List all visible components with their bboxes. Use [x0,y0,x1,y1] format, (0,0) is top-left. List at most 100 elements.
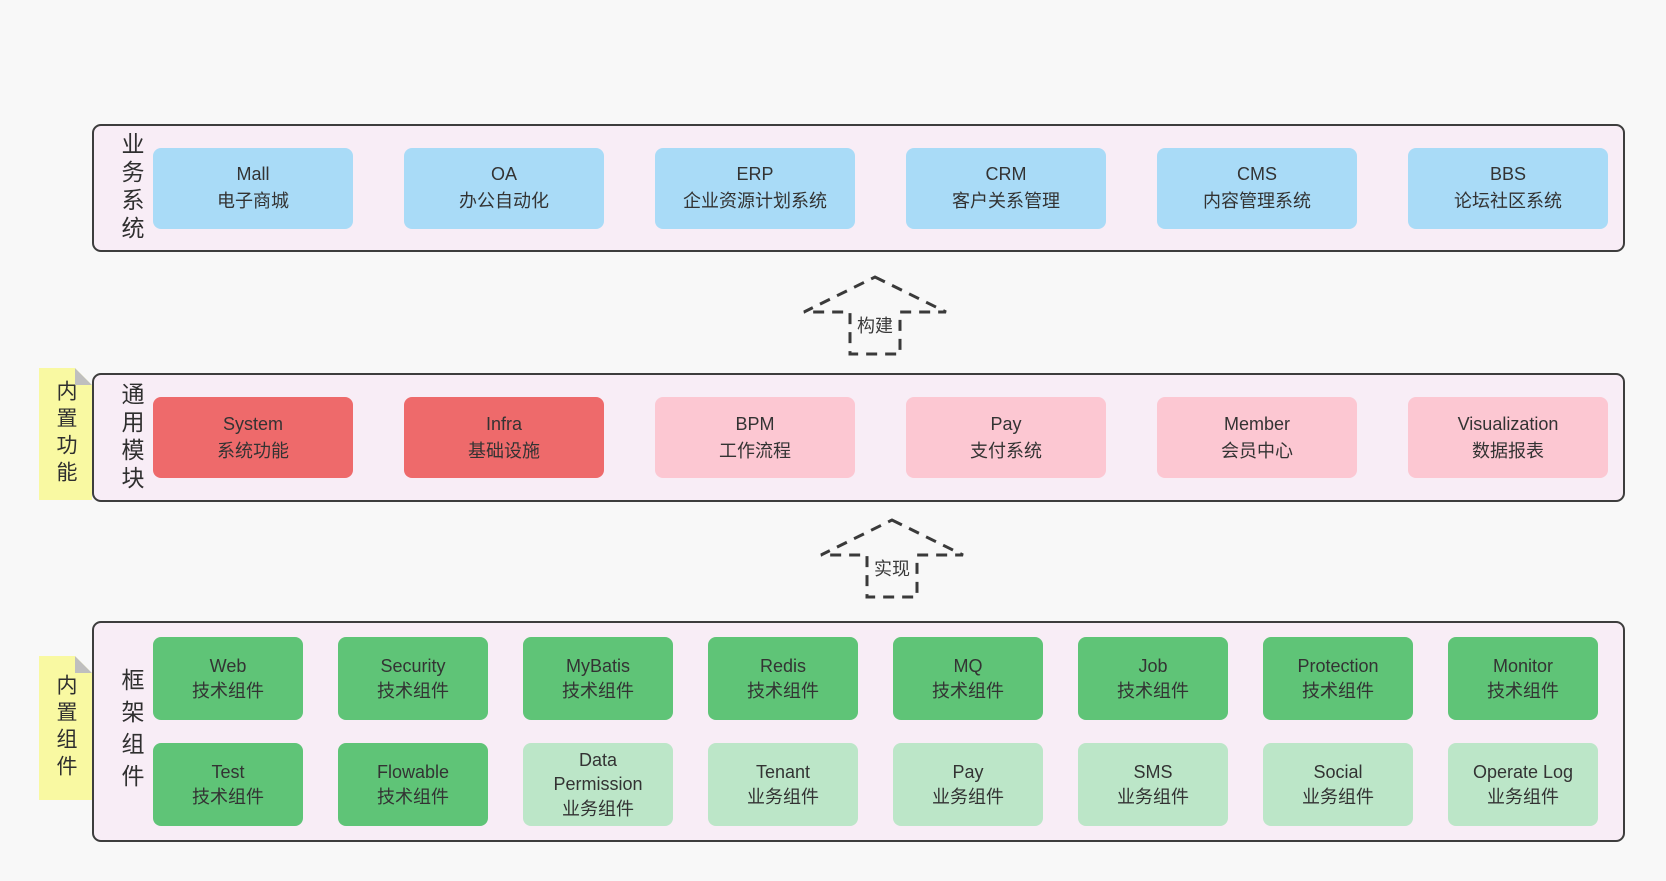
folded-corner-icon [75,656,92,673]
box-subtitle: 支付系统 [970,440,1042,461]
box-title: Flowable [376,762,450,783]
box-subtitle: 系统功能 [217,440,289,461]
module-box-redis: Redis 技术组件 [708,637,858,720]
box-subtitle: 技术组件 [747,680,819,701]
module-box-tenant: Tenant 业务组件 [708,743,858,826]
module-box-test: Test 技术组件 [153,743,303,826]
box-subtitle: 业务组件 [932,786,1004,807]
box-title: OA [490,164,517,184]
box-subtitle: 技术组件 [1117,680,1189,701]
panel-common-modules: 通用模块 System 系统功能 Infra 基础设施 BPM 工作流程 Pay… [92,373,1625,502]
box-title: Operate Log [1472,762,1574,783]
box-title: Visualization [1457,413,1559,434]
box-subtitle: 技术组件 [1487,680,1559,701]
components-rows: Web 技术组件 Security 技术组件 MyBatis 技术组件 Redi… [142,637,1623,826]
module-box-protection: Protection 技术组件 [1263,637,1413,720]
box-subtitle: 工作流程 [719,440,791,461]
box-title: MyBatis [565,656,630,677]
box-subtitle: 技术组件 [377,786,449,807]
box-subtitle: 技术组件 [377,680,449,701]
module-box-oa: OA 办公自动化 [404,147,604,229]
panel-business-label: 业务系统 [118,132,144,244]
business-box-row: Mall 电子商城 OA 办公自动化 ERP 企业资源计划系统 CRM 客户关系… [142,147,1623,229]
box-title: CMS [1237,164,1277,184]
implement-arrow-label: 实现 [871,554,913,582]
box-title: Test [211,762,245,783]
panel-framework-components: 框架组件 Web 技术组件 Security 技术组件 MyBatis 技术组件… [92,621,1625,842]
module-box-visualization: Visualization 数据报表 [1408,397,1608,478]
box-subtitle: 论坛社区系统 [1454,191,1562,211]
modules-box-row: System 系统功能 Infra 基础设施 BPM 工作流程 Pay 支付系统… [142,397,1623,478]
box-subtitle: 技术组件 [1302,680,1374,701]
box-subtitle: 会员中心 [1221,440,1293,461]
box-title: Pay [990,413,1022,434]
up-arrow-outline [820,518,964,599]
box-subtitle: 业务组件 [1117,786,1189,807]
box-subtitle: 电子商城 [217,191,289,211]
panel-modules-label: 通用模块 [118,381,144,494]
box-subtitle: 业务组件 [747,786,819,807]
box-subtitle: 内容管理系统 [1203,191,1311,211]
module-box-flowable: Flowable 技术组件 [338,743,488,826]
module-box-operate-log: Operate Log 业务组件 [1448,743,1598,826]
box-subtitle: 技术组件 [192,680,264,701]
box-title: Web [209,656,247,677]
box-title: Data Permission [553,750,643,795]
module-box-member: Member 会员中心 [1157,397,1357,478]
box-title: BBS [1489,164,1527,184]
box-title: System [222,413,283,434]
module-box-crm: CRM 客户关系管理 [906,147,1106,229]
sticky-tag-text: 内置功能 [54,380,77,488]
sticky-tag-builtin-components: 内置组件 [39,656,92,800]
module-box-pay: Pay 支付系统 [906,397,1106,478]
folded-corner-icon [75,368,92,385]
box-subtitle: 业务组件 [1487,786,1559,807]
box-subtitle: 客户关系管理 [952,191,1060,211]
panel-business-systems: 业务系统 Mall 电子商城 OA 办公自动化 ERP 企业资源计划系统 CRM… [92,124,1625,252]
components-box-row-2: Test 技术组件 Flowable 技术组件 Data Permission … [142,743,1623,826]
implement-arrow-icon: 实现 [818,516,966,600]
box-subtitle: 基础设施 [468,440,540,461]
components-box-row-1: Web 技术组件 Security 技术组件 MyBatis 技术组件 Redi… [142,637,1623,720]
box-title: Redis [759,656,807,677]
box-title: Pay [952,762,984,783]
box-title: Tenant [755,762,811,783]
box-subtitle: 业务组件 [1302,786,1374,807]
module-box-job: Job 技术组件 [1078,637,1228,720]
sticky-tag-builtin-features: 内置功能 [39,368,92,500]
box-title: BPM [735,413,775,434]
box-title: MQ [953,656,983,677]
build-arrow-icon: 构建 [801,273,949,357]
box-title: SMS [1133,762,1173,783]
box-subtitle: 业务组件 [562,798,634,819]
module-box-web: Web 技术组件 [153,637,303,720]
module-box-infra: Infra 基础设施 [404,397,604,478]
box-title: Mall [236,164,270,184]
box-subtitle: 数据报表 [1472,440,1544,461]
box-title: Member [1223,413,1290,434]
panel-components-label: 框架组件 [118,667,144,796]
box-title: Protection [1297,656,1379,677]
box-title: Infra [485,413,523,434]
box-title: CRM [985,164,1027,184]
build-arrow-label: 构建 [854,311,896,339]
module-box-cms: CMS 内容管理系统 [1157,147,1357,229]
box-title: ERP [736,164,774,184]
up-arrow-outline [803,275,947,356]
box-title: Security [380,656,446,677]
box-subtitle: 技术组件 [932,680,1004,701]
box-subtitle: 技术组件 [562,680,634,701]
module-box-system: System 系统功能 [153,397,353,478]
box-subtitle: 技术组件 [192,786,264,807]
module-box-bpm: BPM 工作流程 [655,397,855,478]
box-title: Monitor [1492,656,1554,677]
module-box-security: Security 技术组件 [338,637,488,720]
module-box-monitor: Monitor 技术组件 [1448,637,1598,720]
module-box-sms: SMS 业务组件 [1078,743,1228,826]
module-box-pay-biz: Pay 业务组件 [893,743,1043,826]
box-subtitle: 企业资源计划系统 [683,191,827,211]
module-box-social: Social 业务组件 [1263,743,1413,826]
module-box-mq: MQ 技术组件 [893,637,1043,720]
module-box-data-permission: Data Permission 业务组件 [523,743,673,826]
sticky-tag-text: 内置组件 [54,674,77,782]
